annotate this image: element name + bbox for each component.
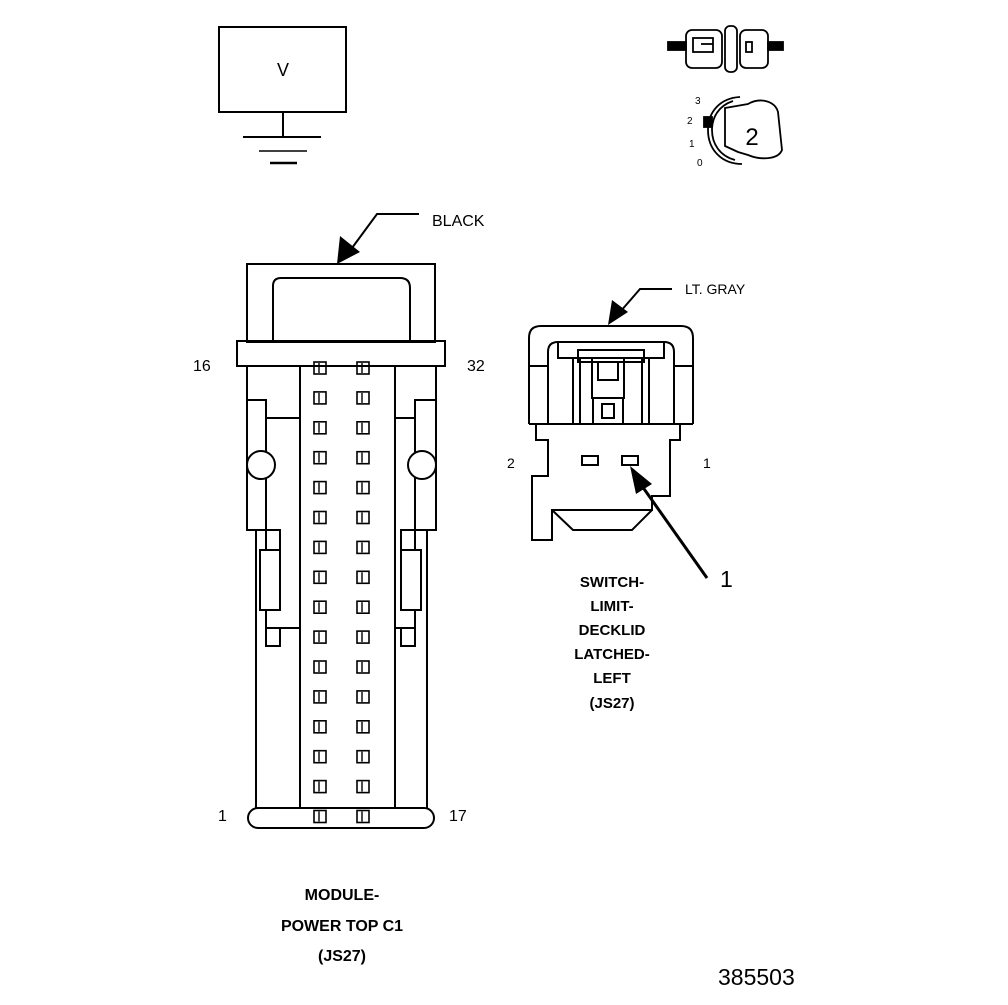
svg-text:POWER TOP C1: POWER TOP C1 [281, 918, 403, 935]
pin-cavity [356, 570, 370, 585]
pin-cavity [356, 690, 370, 704]
c1-pin-numbers: 16 32 1 17 [193, 358, 485, 825]
pin-cavity [356, 450, 370, 465]
pin-cavity [313, 450, 327, 465]
switch-name: SWITCH- LIMIT- DECKLID LATCHED- LEFT (JS… [574, 574, 650, 712]
pin-cavity [313, 540, 327, 555]
pin-cavity [313, 600, 327, 615]
pin-cavity [313, 480, 327, 495]
figure-number: 385503 [718, 964, 795, 990]
svg-text:LATCHED-: LATCHED- [574, 646, 650, 663]
switch-pin-1-label: 1 [703, 455, 711, 471]
switch-pin-2-label: 2 [507, 455, 515, 471]
switch-pin-numbers: 2 1 [507, 455, 711, 471]
key-selected-position: 2 [745, 124, 758, 151]
pin-cavity [356, 719, 370, 734]
pin-cavity [313, 660, 327, 674]
pin-cavity [313, 361, 327, 375]
svg-text:DECKLID: DECKLID [579, 622, 646, 639]
pin-cavity [356, 600, 370, 615]
pin-cavity [313, 570, 327, 585]
pin-cavity [356, 749, 370, 764]
connector-icon [667, 25, 784, 73]
pin-cavity [356, 391, 370, 405]
callout-arrow [630, 466, 709, 579]
pin-cavity [313, 779, 327, 794]
c1-pin-16-label: 16 [193, 358, 211, 375]
pin-cavity [313, 630, 327, 644]
c1-connector-body [236, 263, 446, 829]
pin-cavity [313, 749, 327, 764]
svg-text:(JS27): (JS27) [589, 695, 634, 712]
pin-cavity [356, 630, 370, 644]
switch-color-leader [608, 288, 672, 325]
voltmeter-label: V [277, 60, 289, 80]
svg-text:LEFT: LEFT [593, 670, 631, 687]
svg-text:0: 0 [697, 158, 703, 169]
svg-text:2: 2 [687, 116, 693, 127]
svg-text:SWITCH-: SWITCH- [580, 574, 644, 591]
svg-text:LIMIT-: LIMIT- [590, 598, 633, 615]
c1-pin-32-label: 32 [467, 358, 485, 375]
c1-pin-1-label: 1 [218, 808, 227, 825]
pin-cavity [313, 420, 327, 435]
pin-cavity [356, 779, 370, 794]
pin-cavity [356, 480, 370, 495]
pin-cavity [313, 809, 327, 824]
pin-cavity [356, 809, 370, 824]
svg-text:3: 3 [695, 96, 701, 107]
pin-cavity [313, 719, 327, 734]
pin-cavity [356, 510, 370, 525]
c1-pin-17-label: 17 [449, 808, 467, 825]
svg-text:1: 1 [689, 139, 695, 150]
pin-cavity [313, 690, 327, 704]
pin-cavity [356, 660, 370, 674]
c1-name: MODULE- POWER TOP C1 (JS27) [281, 887, 403, 965]
callout-number: 1 [720, 566, 733, 592]
voltmeter-symbol [218, 26, 347, 165]
pin-cavity [356, 540, 370, 555]
switch-connector-body [528, 325, 694, 541]
key-position-labels: 3 2 1 0 [687, 96, 703, 169]
ignition-key-icon [703, 96, 783, 165]
pin-cavity [356, 361, 370, 375]
pin-cavity [356, 420, 370, 435]
pin-cavity [313, 510, 327, 525]
svg-text:MODULE-: MODULE- [305, 887, 380, 904]
c1-color-label: BLACK [432, 213, 485, 230]
c1-pin-cavities [313, 361, 370, 824]
c1-color-leader [337, 213, 419, 264]
svg-text:(JS27): (JS27) [318, 948, 366, 965]
pin-cavity [313, 391, 327, 405]
switch-color-label: LT. GRAY [685, 281, 746, 297]
